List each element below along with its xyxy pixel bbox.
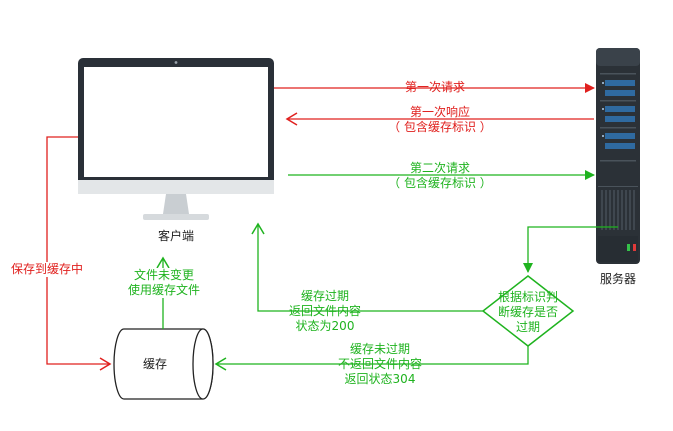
client-label: 客户端 bbox=[157, 229, 194, 243]
server-to-decision-arrow bbox=[523, 226, 618, 273]
use-cache-line: 使用缓存文件 bbox=[127, 283, 200, 297]
cache-not-expired-line: 缓存未过期 bbox=[349, 342, 410, 356]
cache-not-expired-arrow bbox=[214, 346, 529, 371]
cache-not-expired-line: 返回状态304 bbox=[344, 372, 416, 386]
cache-expired-line: 缓存过期 bbox=[300, 289, 349, 303]
client-monitor-icon bbox=[78, 58, 274, 220]
first-response-label: 第一次响应 （ 包含缓存标识 ） bbox=[375, 105, 505, 135]
server-label: 服务器 bbox=[599, 272, 636, 286]
cache-expired-line: 返回文件内容 bbox=[288, 304, 361, 318]
first-response-line: （ 包含缓存标识 ） bbox=[388, 120, 492, 134]
decision-line: 过期 bbox=[515, 320, 540, 334]
first-request-label: 第一次请求 bbox=[404, 80, 465, 94]
cache-not-expired-label: 缓存未过期 不返回文件内容 返回状态304 bbox=[325, 342, 435, 387]
second-request-line: （ 包含缓存标识 ） bbox=[388, 176, 492, 190]
server-icon bbox=[596, 48, 640, 264]
use-cache-label: 文件未变更 使用缓存文件 bbox=[118, 268, 210, 298]
decision-label: 根据标识判 断缓存是否 过期 bbox=[484, 290, 572, 335]
cache-expired-label: 缓存过期 返回文件内容 状态为200 bbox=[275, 289, 375, 334]
decision-line: 根据标识判 bbox=[497, 290, 558, 304]
cache-expired-arrow bbox=[251, 222, 483, 312]
cache-expired-line: 状态为200 bbox=[295, 319, 355, 333]
cache-label: 缓存 bbox=[142, 357, 167, 371]
cache-cylinder bbox=[113, 328, 214, 400]
decision-line: 断缓存是否 bbox=[497, 305, 558, 319]
save-to-cache-label: 保存到缓存中 bbox=[4, 262, 90, 277]
save-to-cache-arrow bbox=[46, 136, 112, 371]
use-cache-line: 文件未变更 bbox=[133, 268, 194, 282]
first-response-line: 第一次响应 bbox=[409, 105, 470, 119]
second-request-label: 第二次请求 （ 包含缓存标识 ） bbox=[375, 161, 505, 191]
cache-not-expired-line: 不返回文件内容 bbox=[337, 357, 422, 371]
second-request-line: 第二次请求 bbox=[409, 161, 470, 175]
